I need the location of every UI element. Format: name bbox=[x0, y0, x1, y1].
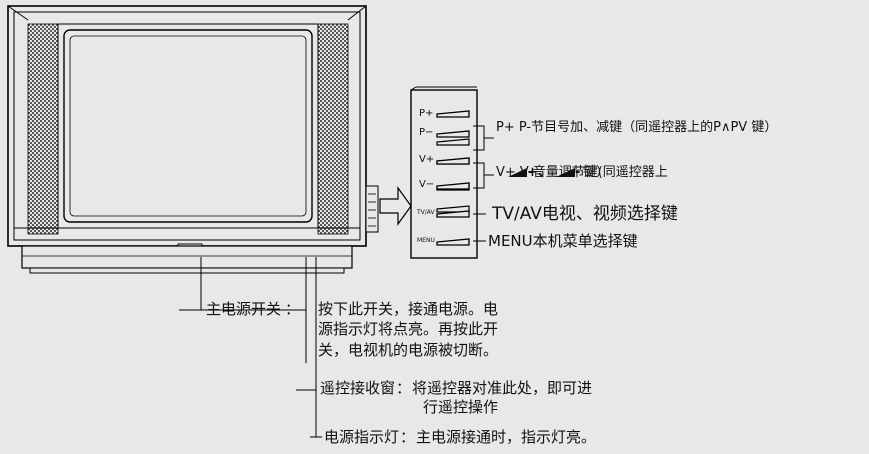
button-label-p-minus[interactable]: P− bbox=[419, 127, 434, 138]
callout-tvav-key: TV/AV电视、视频选择键 bbox=[492, 204, 678, 224]
callout-volume-suffix: 键） bbox=[583, 165, 610, 180]
power-switch-colon: ： bbox=[285, 300, 301, 318]
remote-window-label: 遥控接收窗 bbox=[320, 379, 396, 397]
button-label-tv-av[interactable]: TV/AV bbox=[417, 209, 435, 216]
remote-window-colon: ： bbox=[396, 379, 412, 397]
power-switch-label: 主电源开关 bbox=[206, 300, 282, 318]
right-speaker-grille bbox=[317, 23, 349, 235]
power-switch-desc-1: 按下此开关，接通电源。电 bbox=[318, 300, 499, 318]
power-led-label: 电源指示灯 bbox=[324, 428, 400, 446]
callout-program-keys: P+ P-节目号加、减键（同遥控器上的P∧PV 键） bbox=[496, 120, 778, 135]
remote-window-desc-2: 行遥控操作 bbox=[423, 398, 499, 416]
button-label-v-plus[interactable]: V+ bbox=[419, 154, 435, 165]
power-switch-desc-2: 源指示灯将点亮。再按此开 bbox=[318, 320, 499, 338]
tv-screen bbox=[57, 23, 319, 229]
button-label-menu[interactable]: MENU bbox=[417, 237, 435, 244]
zoom-arrow bbox=[379, 186, 412, 226]
callout-volume-prefix: V+ V-音量调节键(同遥控器上 bbox=[496, 165, 668, 180]
button-label-v-minus[interactable]: V− bbox=[419, 179, 435, 190]
callout-menu-key: MENU本机菜单选择键 bbox=[488, 232, 638, 250]
callout-volume-minus: - bbox=[575, 165, 581, 180]
side-panel-indicator bbox=[365, 185, 379, 233]
power-led-colon: ： bbox=[400, 428, 416, 446]
tv-stand bbox=[21, 245, 353, 274]
left-speaker-grille bbox=[27, 23, 59, 235]
power-switch-desc-3: 关，电视机的电源被切断。 bbox=[318, 341, 499, 359]
control-panel bbox=[410, 86, 478, 259]
callout-volume-plus: +、 bbox=[527, 165, 551, 180]
button-label-p-plus[interactable]: P+ bbox=[419, 108, 434, 119]
button-shape-p-plus bbox=[436, 138, 470, 146]
remote-window-desc-1: 将遥控器对准此处，即可进 bbox=[412, 379, 593, 397]
power-led-desc: 主电源接通时，指示灯亮。 bbox=[416, 428, 597, 446]
callout-lines bbox=[179, 125, 494, 438]
